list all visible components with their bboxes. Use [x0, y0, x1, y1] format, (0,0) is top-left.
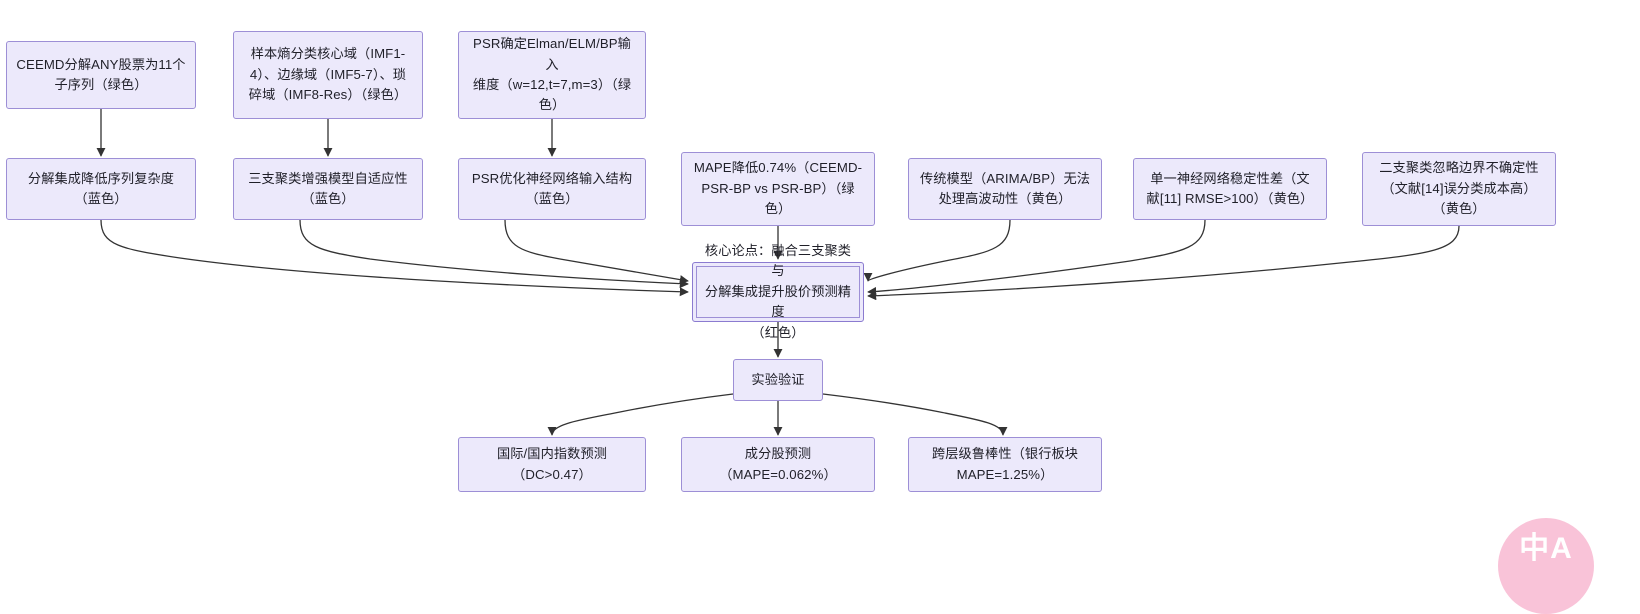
diagram-canvas: CEEMD分解ANY股票为11个 子序列（绿色） 样本熵分类核心域（IMF1- 4…: [6, 31, 1594, 614]
node-core-thesis-label: 核心论点：融合三支聚类与 分解集成提升股价预测精度 （红色）: [704, 242, 852, 340]
edge-n6-core: [504, 219, 689, 285]
watermark-badge: 中A: [1498, 518, 1594, 614]
node-constituent-stock-result[interactable]: 成分股预测 （MAPE=0.062%）: [681, 437, 875, 492]
edge-exp-r3: [822, 393, 1008, 436]
node-cross-level-robustness-result-label: 跨层级鲁棒性（银行板块 MAPE=1.25%）: [931, 446, 1079, 482]
node-single-network-instability[interactable]: 单一神经网络稳定性差（文 献[11] RMSE>100）（黄色）: [1133, 158, 1327, 220]
node-single-network-instability-label: 单一神经网络稳定性差（文 献[11] RMSE>100）（黄色）: [1146, 170, 1314, 206]
edge-n9-core: [867, 219, 1206, 297]
node-traditional-model-limitation[interactable]: 传统模型（ARIMA/BP）无法 处理高波动性（黄色）: [908, 158, 1102, 220]
node-cross-level-robustness-result[interactable]: 跨层级鲁棒性（银行板块 MAPE=1.25%）: [908, 437, 1102, 492]
node-experimental-validation[interactable]: 实验验证: [733, 359, 823, 401]
edge-exp-r1: [547, 393, 734, 436]
node-three-way-clustering-adaptivity[interactable]: 三支聚类增强模型自适应性 （蓝色）: [233, 158, 423, 220]
node-decomposition-reduces-complexity[interactable]: 分解集成降低序列复杂度 （蓝色）: [6, 158, 196, 220]
node-three-way-clustering-adaptivity-label: 三支聚类增强模型自适应性 （蓝色）: [248, 170, 408, 206]
edge-n8-core: [863, 219, 1011, 282]
node-two-way-clustering-boundary-label: 二支聚类忽略边界不确定性 （文献[14]误分类成本高） （黄色）: [1379, 160, 1539, 217]
node-psr-optimizes-input-structure-label: PSR优化神经网络输入结构 （蓝色）: [471, 170, 633, 206]
node-mape-reduction-label: MAPE降低0.74%（CEEMD- PSR-BP vs PSR-BP）（绿 色…: [693, 160, 863, 217]
node-ceemd-decomposition[interactable]: CEEMD分解ANY股票为11个 子序列（绿色）: [6, 41, 196, 109]
node-core-thesis[interactable]: 核心论点：融合三支聚类与 分解集成提升股价预测精度 （红色）: [692, 243, 864, 340]
node-psr-input-dimension-label: PSR确定Elman/ELM/BP输入 维度（w=12,t=7,m=3）（绿 色…: [472, 36, 632, 113]
node-mape-reduction[interactable]: MAPE降低0.74%（CEEMD- PSR-BP vs PSR-BP）（绿 色…: [681, 152, 875, 226]
edge-n5-core: [299, 219, 689, 289]
edge-n4-core: [100, 219, 689, 297]
node-sample-entropy-classification-label: 样本熵分类核心域（IMF1- 4）、边缘域（IMF5-7）、琐 碎域（IMF8-…: [248, 46, 408, 103]
node-decomposition-reduces-complexity-label: 分解集成降低序列复杂度 （蓝色）: [27, 170, 175, 206]
node-experimental-validation-label: 实验验证: [751, 371, 805, 387]
node-psr-input-dimension[interactable]: PSR确定Elman/ELM/BP输入 维度（w=12,t=7,m=3）（绿 色…: [458, 31, 646, 119]
node-psr-optimizes-input-structure[interactable]: PSR优化神经网络输入结构 （蓝色）: [458, 158, 646, 220]
node-index-forecasting-result[interactable]: 国际/国内指数预测 （DC>0.47）: [458, 437, 646, 492]
node-two-way-clustering-boundary[interactable]: 二支聚类忽略边界不确定性 （文献[14]误分类成本高） （黄色）: [1362, 152, 1556, 226]
node-ceemd-decomposition-label: CEEMD分解ANY股票为11个 子序列（绿色）: [16, 56, 186, 92]
edge-n10-core: [867, 225, 1460, 301]
node-index-forecasting-result-label: 国际/国内指数预测 （DC>0.47）: [496, 446, 608, 482]
node-constituent-stock-result-label: 成分股预测 （MAPE=0.062%）: [719, 446, 837, 482]
watermark-label: 中A: [1519, 532, 1573, 565]
node-sample-entropy-classification[interactable]: 样本熵分类核心域（IMF1- 4）、边缘域（IMF5-7）、琐 碎域（IMF8-…: [233, 31, 423, 119]
node-traditional-model-limitation-label: 传统模型（ARIMA/BP）无法 处理高波动性（黄色）: [919, 170, 1091, 206]
